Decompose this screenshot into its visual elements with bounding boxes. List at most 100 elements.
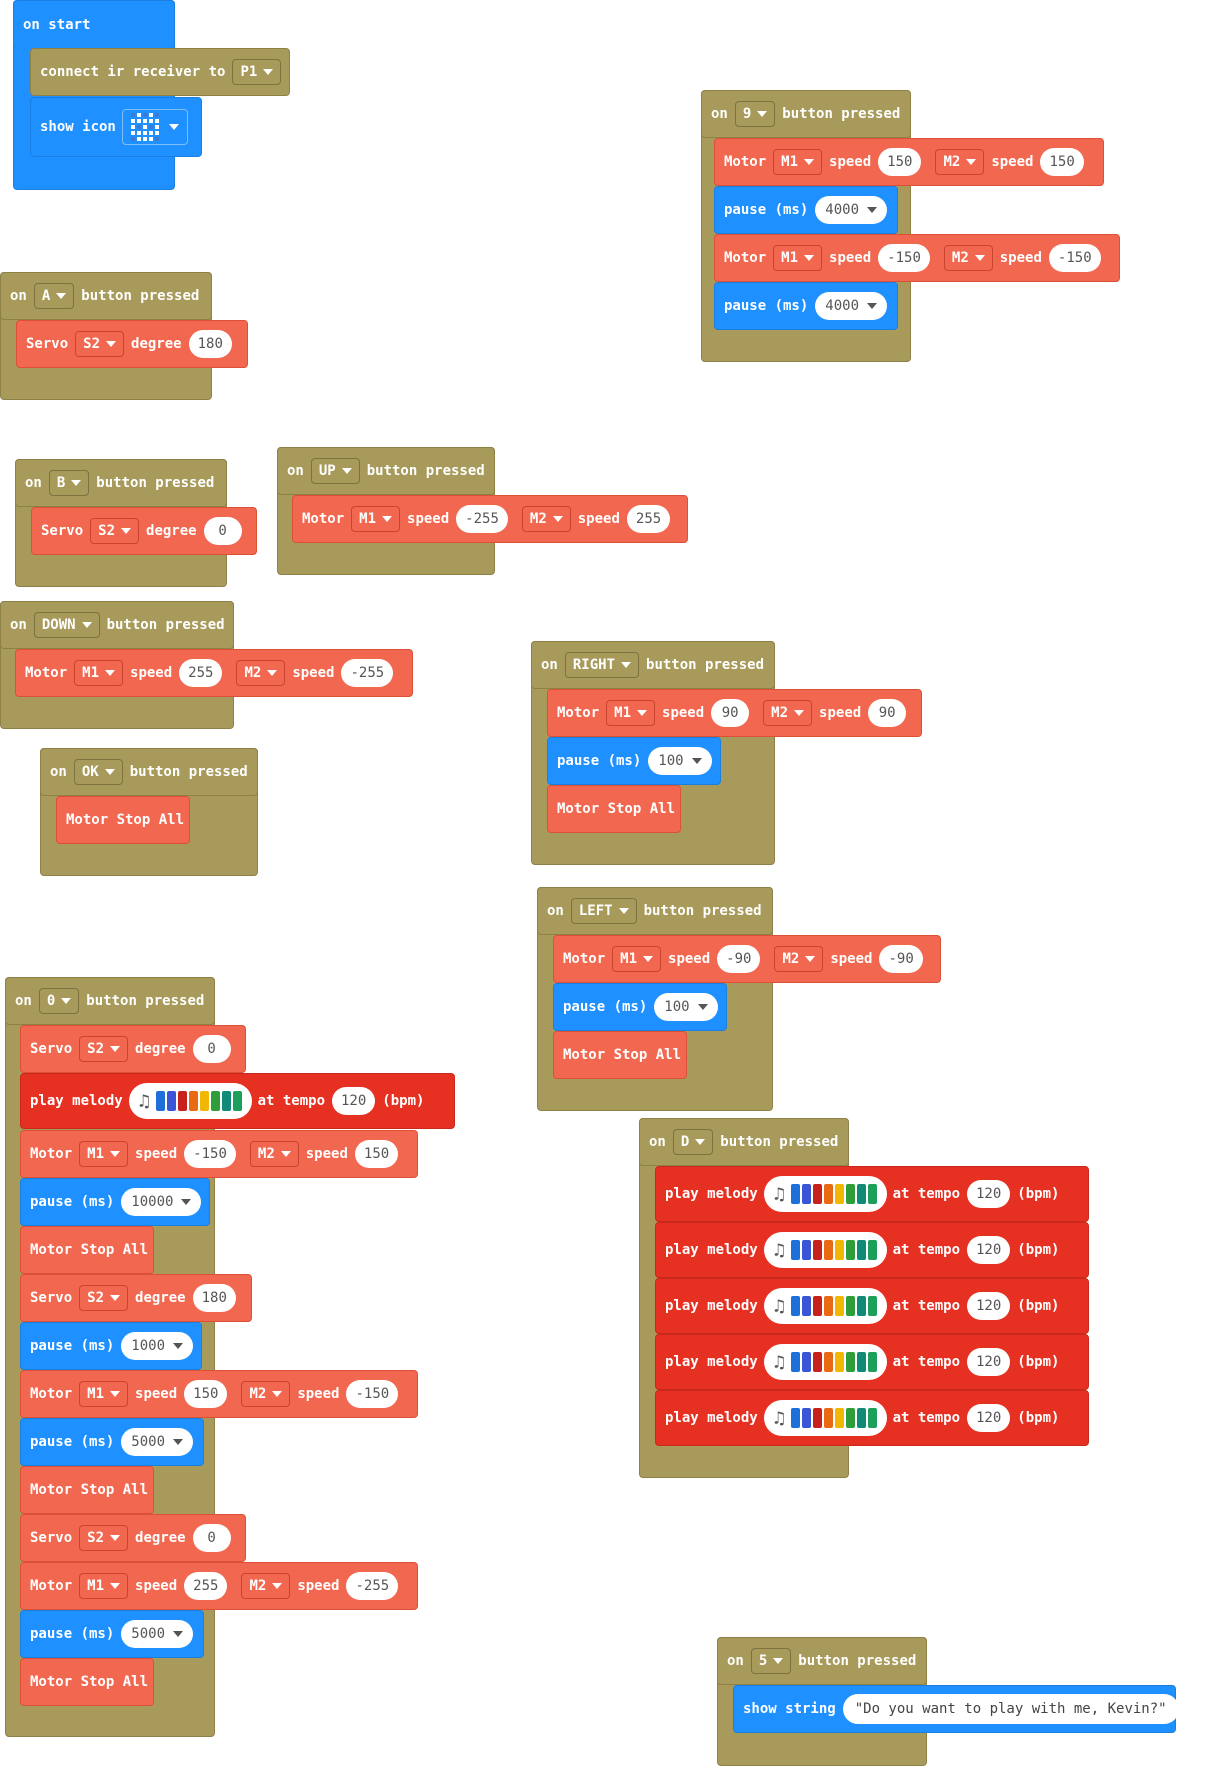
motor-dropdown[interactable]: M2: [774, 946, 824, 972]
motor-block[interactable]: Motor M1 speed -150 M2 speed -150: [714, 234, 1120, 282]
speed-input[interactable]: -150: [346, 1380, 399, 1408]
event-9-hat[interactable]: on 9 button pressed: [701, 90, 911, 138]
speed-input[interactable]: -90: [717, 945, 761, 973]
motor-block[interactable]: Motor M1 speed -90 M2 speed -90: [553, 935, 941, 983]
degree-input[interactable]: 180: [192, 1284, 236, 1312]
speed-input[interactable]: -150: [1048, 244, 1101, 272]
event-B-hat[interactable]: on B button pressed: [15, 459, 227, 507]
speed-input[interactable]: -150: [184, 1140, 236, 1168]
pause-block[interactable]: pause (ms) 100: [547, 737, 721, 785]
motor-stop-all-block[interactable]: Motor Stop All: [553, 1031, 687, 1079]
play-melody-block[interactable]: play melody ♫ at tempo 120 (bpm): [655, 1390, 1089, 1446]
event-DOWN-hat[interactable]: on DOWN button pressed: [0, 601, 234, 649]
speed-input[interactable]: 255: [184, 1572, 228, 1600]
show-icon-block[interactable]: show icon: [30, 97, 202, 157]
key-dropdown[interactable]: A: [33, 283, 75, 309]
speed-input[interactable]: 90: [711, 699, 750, 727]
motor-block[interactable]: Motor M1 speed 255 M2 speed -255: [20, 1562, 418, 1610]
icon-picker[interactable]: [121, 109, 188, 145]
motor-dropdown[interactable]: M2: [249, 1141, 299, 1167]
motor-dropdown[interactable]: M1: [79, 1573, 129, 1599]
motor-dropdown[interactable]: M1: [79, 1141, 129, 1167]
key-dropdown[interactable]: RIGHT: [564, 652, 640, 678]
key-dropdown[interactable]: D: [672, 1129, 714, 1155]
speed-input[interactable]: 150: [354, 1140, 399, 1168]
speed-input[interactable]: 90: [868, 699, 907, 727]
motor-dropdown[interactable]: M1: [606, 700, 656, 726]
motor-stop-all-block[interactable]: Motor Stop All: [56, 796, 190, 844]
event-UP-hat[interactable]: on UP button pressed: [277, 447, 495, 495]
pause-block[interactable]: pause (ms) 100: [553, 983, 727, 1031]
key-dropdown[interactable]: 5: [750, 1648, 792, 1674]
melody-editor[interactable]: ♫: [763, 1232, 887, 1268]
event-A-hat[interactable]: on A button pressed: [0, 272, 212, 320]
motor-block[interactable]: Motor M1 speed 90 M2 speed 90: [547, 689, 922, 737]
on-start-hat[interactable]: on start: [13, 0, 175, 48]
motor-dropdown[interactable]: M1: [74, 660, 124, 686]
event-0-hat[interactable]: on 0 button pressed: [5, 977, 215, 1025]
servo-dropdown[interactable]: S2: [79, 1036, 129, 1062]
play-melody-block[interactable]: play melody ♫ at tempo 120 (bpm): [655, 1166, 1089, 1222]
speed-input[interactable]: 255: [179, 659, 223, 687]
play-melody-block[interactable]: play melody ♫ at tempo 120 (bpm): [655, 1278, 1089, 1334]
pause-block[interactable]: pause (ms) 4000: [714, 186, 898, 234]
pin-dropdown[interactable]: P1: [232, 59, 282, 85]
tempo-input[interactable]: 120: [967, 1348, 1011, 1376]
servo-dropdown[interactable]: S2: [75, 331, 125, 357]
speed-input[interactable]: -255: [341, 659, 394, 687]
pause-block[interactable]: pause (ms) 4000: [714, 282, 898, 330]
pause-block[interactable]: pause (ms) 5000: [20, 1418, 204, 1466]
servo-block[interactable]: Servo S2 degree 0: [20, 1514, 246, 1562]
pause-block[interactable]: pause (ms) 10000: [20, 1178, 210, 1226]
servo-block[interactable]: Servo S2 degree 180: [16, 320, 248, 368]
motor-dropdown[interactable]: M1: [773, 245, 823, 271]
speed-input[interactable]: -90: [879, 945, 923, 973]
servo-dropdown[interactable]: S2: [90, 518, 140, 544]
tempo-input[interactable]: 120: [967, 1180, 1011, 1208]
motor-block[interactable]: Motor M1 speed 255 M2 speed -255: [15, 649, 413, 697]
motor-dropdown[interactable]: M2: [241, 1573, 291, 1599]
degree-input[interactable]: 180: [188, 330, 232, 358]
speed-input[interactable]: -255: [456, 505, 508, 533]
pause-dropdown[interactable]: 5000: [121, 1428, 194, 1456]
motor-stop-all-block[interactable]: Motor Stop All: [20, 1658, 154, 1706]
string-input[interactable]: "Do you want to play with me, Kevin?": [842, 1694, 1179, 1724]
pause-dropdown[interactable]: 4000: [815, 196, 888, 224]
show-string-block[interactable]: show string "Do you want to play with me…: [733, 1685, 1179, 1733]
degree-input[interactable]: 0: [192, 1524, 231, 1552]
motor-dropdown[interactable]: M2: [935, 149, 985, 175]
melody-editor[interactable]: ♫: [763, 1400, 887, 1436]
pause-block[interactable]: pause (ms) 5000: [20, 1610, 204, 1658]
tempo-input[interactable]: 120: [967, 1236, 1011, 1264]
speed-input[interactable]: -255: [346, 1572, 399, 1600]
motor-dropdown[interactable]: M2: [236, 660, 286, 686]
motor-dropdown[interactable]: M2: [943, 245, 993, 271]
speed-input[interactable]: 150: [1040, 148, 1084, 176]
event-D-hat[interactable]: on D button pressed: [639, 1118, 849, 1166]
motor-stop-all-block[interactable]: Motor Stop All: [20, 1466, 154, 1514]
motor-dropdown[interactable]: M1: [773, 149, 823, 175]
event-5-hat[interactable]: on 5 button pressed: [717, 1637, 927, 1685]
key-dropdown[interactable]: UP: [310, 458, 360, 484]
connect-ir-block[interactable]: connect ir receiver to P1: [30, 48, 290, 96]
motor-dropdown[interactable]: M1: [351, 506, 401, 532]
servo-dropdown[interactable]: S2: [79, 1285, 129, 1311]
tempo-input[interactable]: 120: [967, 1404, 1011, 1432]
degree-input[interactable]: 0: [203, 517, 242, 545]
melody-editor[interactable]: ♫: [763, 1176, 887, 1212]
pause-dropdown[interactable]: 100: [654, 993, 718, 1021]
key-dropdown[interactable]: B: [48, 470, 90, 496]
servo-block[interactable]: Servo S2 degree 0: [20, 1025, 246, 1073]
play-melody-block[interactable]: play melody ♫ at tempo 120 (bpm): [655, 1334, 1089, 1390]
motor-dropdown[interactable]: M1: [612, 946, 662, 972]
motor-dropdown[interactable]: M2: [763, 700, 813, 726]
motor-block[interactable]: Motor M1 speed -150 M2 speed 150: [20, 1130, 418, 1178]
melody-editor[interactable]: ♫: [128, 1083, 252, 1119]
speed-input[interactable]: 255: [626, 505, 671, 533]
degree-input[interactable]: 0: [192, 1035, 231, 1063]
play-melody-block[interactable]: play melody ♫ at tempo 120 (bpm): [20, 1073, 455, 1129]
speed-input[interactable]: -150: [878, 244, 930, 272]
key-dropdown[interactable]: 0: [38, 988, 80, 1014]
tempo-input[interactable]: 120: [332, 1087, 376, 1115]
servo-dropdown[interactable]: S2: [79, 1525, 129, 1551]
